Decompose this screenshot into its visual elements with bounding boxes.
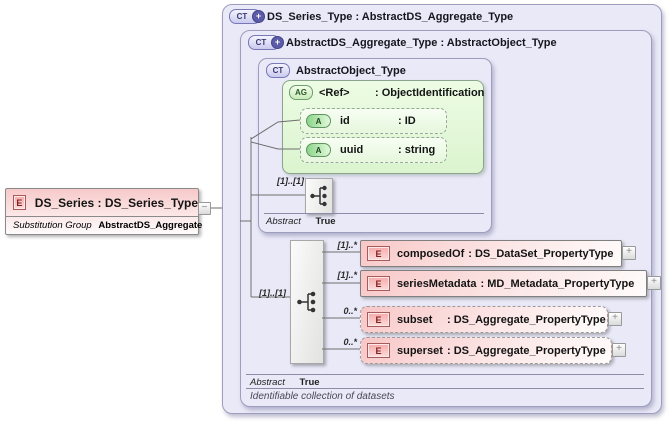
attribute-group-name: <Ref>	[319, 86, 350, 99]
sequence-glyph	[297, 291, 316, 313]
attribute-group-icon: AG	[289, 85, 313, 100]
element-type: : DS_Aggregate_PropertyType	[447, 344, 606, 357]
element-name: seriesMetadata	[397, 277, 477, 290]
attribute-icon: A	[306, 114, 331, 128]
derived-plus-icon: +	[271, 36, 284, 49]
complex-type-title: AbstractObject_Type	[296, 64, 406, 77]
derived-plus-icon: +	[252, 10, 265, 23]
element-icon: E	[367, 276, 390, 291]
abstract-label: Abstract	[266, 216, 301, 227]
element-type: : MD_Metadata_PropertyType	[480, 277, 635, 290]
complex-type-icon: CT +	[248, 35, 284, 50]
abstract-value: True	[315, 216, 336, 227]
attribute-name: uuid	[340, 144, 364, 156]
sequence-occurs-label: [1]..[1]	[277, 176, 304, 186]
element-type: : DS_DataSet_PropertyType	[468, 247, 614, 260]
attribute-name: id	[340, 115, 350, 127]
element-type: : DS_Aggregate_PropertyType	[447, 313, 606, 326]
expand-button[interactable]: +	[608, 312, 622, 326]
occurs-label: 0..*	[343, 306, 357, 316]
occurs-label: [1]..*	[337, 270, 357, 280]
substitution-group-value: AbstractDS_Aggregate	[98, 220, 203, 231]
element-title: DS_Series : DS_Series_Type	[34, 195, 198, 210]
element-superset[interactable]: E superset : DS_Aggregate_PropertyType	[360, 337, 612, 364]
attribute-icon: A	[306, 143, 331, 157]
element-icon: E	[367, 343, 390, 358]
complex-type-title: AbstractDS_Aggregate_Type : AbstractObje…	[286, 36, 557, 49]
element-name: superset	[397, 344, 443, 357]
divider	[6, 216, 198, 217]
attribute-group-type: : ObjectIdentification	[375, 86, 485, 99]
abstract-label: Abstract	[250, 377, 285, 388]
element-name: composedOf	[397, 247, 465, 260]
attribute-type: : string	[398, 144, 436, 156]
element-composed-of[interactable]: E composedOf : DS_DataSet_PropertyType	[360, 240, 622, 267]
attribute-type: : ID	[398, 115, 416, 127]
element-icon: E	[367, 246, 390, 261]
sequence-occurs-label: [1]..[1]	[259, 288, 286, 298]
element-icon: E	[367, 312, 390, 327]
sequence-compositor-icon[interactable]	[305, 178, 333, 214]
abstract-value: True	[299, 377, 320, 388]
collapse-button[interactable]: −	[198, 202, 211, 215]
occurs-label: 0..*	[343, 337, 357, 347]
expand-button[interactable]: +	[622, 246, 636, 260]
occurs-label: [1]..*	[337, 240, 357, 250]
complex-type-title: DS_Series_Type : AbstractDS_Aggregate_Ty…	[267, 10, 514, 23]
element-ds-series[interactable]: E DS_Series : DS_Series_Type Substitutio…	[5, 188, 203, 235]
expand-button[interactable]: +	[612, 343, 626, 357]
complex-type-icon: CT	[266, 63, 290, 78]
element-name: subset	[397, 313, 433, 326]
annotation-text: Identifiable collection of datasets	[250, 391, 395, 402]
sequence-glyph	[310, 185, 327, 207]
divider	[246, 374, 644, 375]
divider	[264, 213, 484, 214]
complex-type-icon: CT +	[229, 9, 265, 24]
element-series-metadata[interactable]: E seriesMetadata : MD_Metadata_PropertyT…	[360, 270, 647, 297]
element-icon: E	[13, 195, 26, 210]
element-subset[interactable]: E subset : DS_Aggregate_PropertyType	[360, 306, 608, 333]
attribute-uuid[interactable]: A uuid : string	[300, 137, 447, 163]
substitution-group-label: Substitution Group	[13, 220, 92, 231]
sequence-compositor-icon[interactable]	[290, 240, 324, 364]
divider	[246, 388, 644, 389]
expand-button[interactable]: +	[647, 276, 661, 290]
attribute-id[interactable]: A id : ID	[300, 108, 447, 134]
